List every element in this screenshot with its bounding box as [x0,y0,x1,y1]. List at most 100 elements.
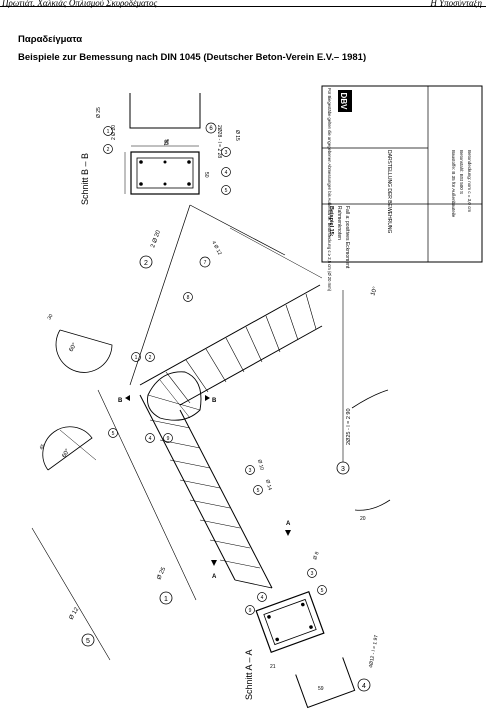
note-d10: Ø 10 [256,459,265,471]
svg-text:4: 4 [225,170,228,176]
svg-text:9: 9 [249,608,252,614]
svg-text:1: 1 [164,596,168,603]
title-block-subject: Fall a: positives Eckmoment [344,206,350,269]
note-2d20-b: 2 Ø 20 [111,125,117,140]
svg-text:2: 2 [144,260,148,267]
svg-text:2: 2 [149,355,152,361]
running-head-rule [0,6,486,7]
bar-2-callout-top [145,352,155,362]
bar-5-callout-a [317,585,327,595]
svg-text:5: 5 [112,431,115,437]
bar-5-callout-b [221,185,231,195]
bar-9-callout-a [245,605,255,615]
hooks [42,329,391,511]
frame-corner [59,204,323,601]
note-2d20-main: 2 Ø 20 [150,229,162,249]
bar-3-callout-b [221,147,231,157]
title-block-cover: Betondeckung: nom c = 3,0 cm [467,150,472,212]
section-a-bar-shape [295,657,356,709]
bar-8-callout [183,292,193,302]
note-d14: Ø 14 [264,479,273,491]
bar-4-callout-mid [145,433,155,443]
svg-text:3: 3 [341,466,345,473]
svg-text:5: 5 [257,488,260,494]
title-block-example: Beispiel 15: [328,206,334,237]
note-d15-b: Ø 15 [234,130,240,141]
cut-a-right: A [286,521,291,527]
angle-10: 10° [370,286,379,297]
cut-b-right: B [212,398,217,404]
title-block-note: Für Biegestäbe gelten die angegebenen Ab… [327,88,332,292]
dbv-logo [338,90,352,112]
svg-text:2: 2 [107,147,110,153]
dim-56: 56 [163,139,169,145]
bar-2-callout [139,255,153,269]
subtitle: Beispiele zur Bemessung nach DIN 1045 (D… [18,52,367,63]
bar-2-callout-b [103,144,113,154]
svg-text:5: 5 [225,188,228,194]
section-a-a: Schnitt A – A 59 21 9 4 3 5 Ø 8 4 4Ø12 -… [244,551,380,709]
note-4d12-main: 4 Ø 12 [210,240,222,256]
bar-5-callout-main [81,633,95,647]
svg-text:3: 3 [225,150,228,156]
dim-59: 59 [318,686,324,692]
bar-6-callout [205,122,217,134]
bar-9-callout [163,433,173,443]
dim-45-hook: 45 [39,443,47,451]
svg-text:1: 1 [135,355,138,361]
dim-21: 21 [270,664,276,670]
dim-30-hook: 30 [47,313,55,321]
svg-text:3: 3 [311,571,314,577]
title-block-drawing-type: DARSTELLUNG DER BEWEHRUNG [386,150,392,233]
angle-60-top: 60° [69,342,79,353]
dbv-logo-text: DBV [339,93,348,111]
running-head: Πρωτιάτ. Χαλκιάς Οπλισμού Σκυροδέματος Η… [0,0,486,10]
svg-text:8: 8 [187,295,190,301]
section-a-stirrup [263,598,317,646]
svg-text:3: 3 [249,468,252,474]
running-head-left: Πρωτιάτ. Χαλκιάς Οπλισμού Σκυροδέματος [2,0,158,8]
bar-4-callout-b [221,167,231,177]
dim-50: 50 [203,172,209,178]
note-1d25-b: Ø 25 [96,107,102,118]
bar-7-callout [199,256,211,268]
svg-text:4: 4 [362,683,366,690]
bar-1-callout-main [159,591,173,605]
section-b-label: Schnitt B – B [80,153,90,205]
cut-b-left: B [118,398,123,404]
note-bar3: 2Ø25 - l = 2 90 [346,408,352,445]
bar-3-callout-low [245,465,255,475]
bar-1-callout-b [103,126,113,136]
angle-labels: 60° 60° 10° 20 30 45 [39,286,380,522]
note-1d25-main: Ø 25 [156,566,167,581]
svg-text:1: 1 [107,129,110,135]
svg-text:4: 4 [261,595,264,601]
bar-5-callout-low [253,485,263,495]
section-b-stirrup [136,157,194,189]
bar-4-callout-bottom [357,678,371,692]
cut-a-left: A [212,574,217,580]
cut-markers: B B A A [118,395,291,580]
bar-6-shape [129,93,201,129]
section-title: Παραδείγματα [18,34,83,45]
svg-text:4: 4 [149,436,152,442]
note-bar4: 4Ø12 - l = 1 97 [368,634,380,668]
svg-text:5: 5 [321,588,324,594]
section-b-b: Schnitt B – B 51 56 50 1 2 Ø 25 2 Ø 20 6… [80,93,240,205]
dim-51-top: 51 [162,140,168,146]
svg-text:6: 6 [209,126,213,132]
svg-text:5: 5 [86,638,90,645]
title-block-materials: Baustoffe: B 35 für Außenbauteile [451,150,456,218]
bar-1-callout-top [131,352,141,362]
angle-60-mid: 60° [62,448,72,459]
section-a-label: Schnitt A – A [244,649,254,700]
bar-3-callout-a [307,568,317,578]
dim-20-right: 20 [360,516,366,522]
note-5d12-main: Ø 12 [69,606,81,621]
section-a-outline [255,590,325,654]
svg-text:9: 9 [167,436,170,442]
section-b-outline [130,151,200,195]
note-d8: Ø 8 [312,551,320,561]
bar-4-callout-a [257,592,267,602]
